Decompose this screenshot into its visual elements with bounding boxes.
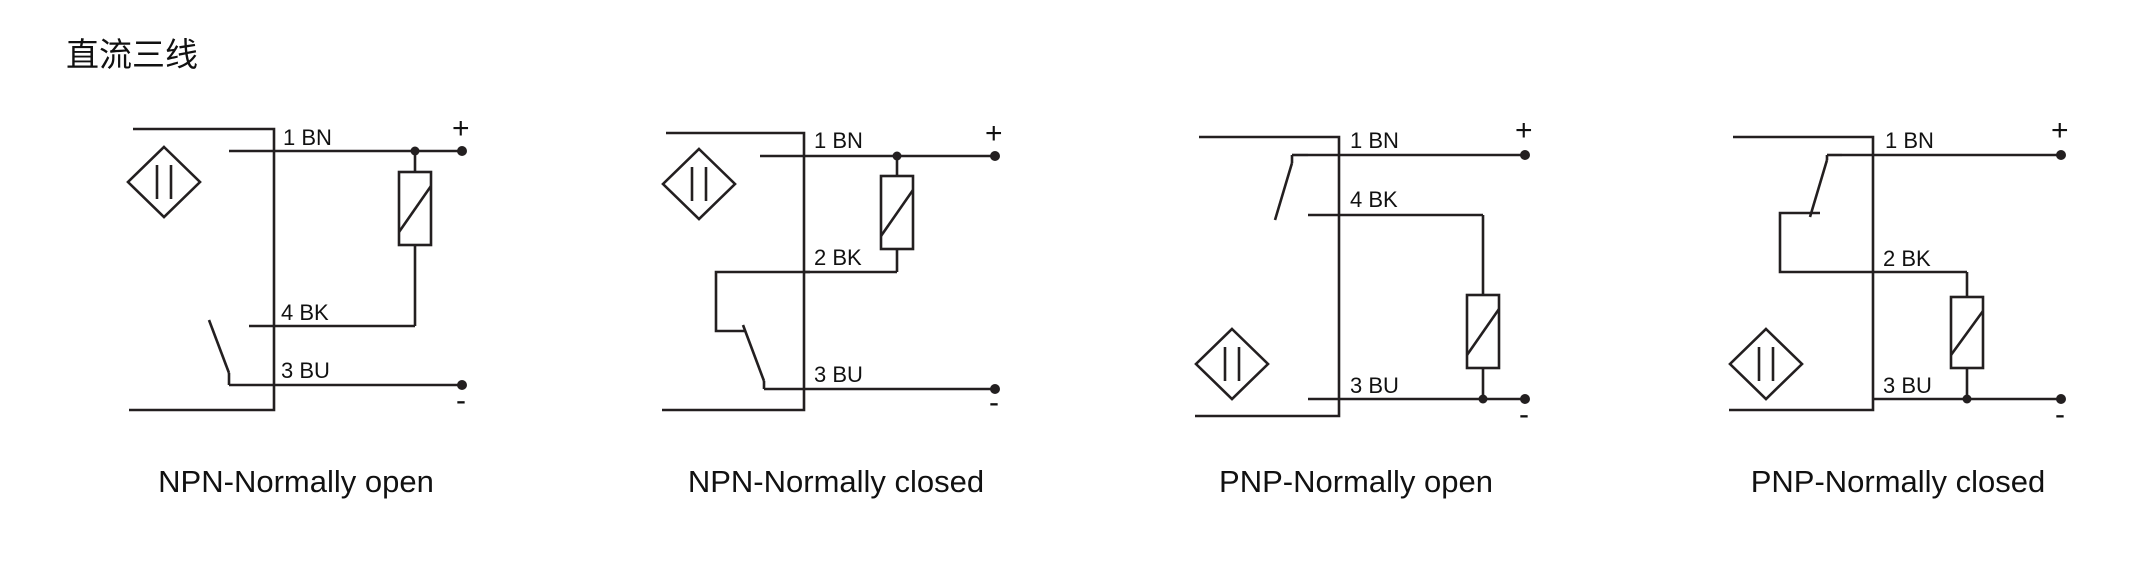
positive-sign: +: [2051, 114, 2069, 147]
output-switch: [207, 319, 231, 385]
positive-terminal: [457, 146, 467, 156]
negative-terminal: [2056, 394, 2066, 404]
wiring: [229, 149, 462, 387]
wire-label-black: 4 BK: [281, 300, 329, 325]
wiring: [714, 154, 995, 391]
sensor-housing: [129, 127, 276, 412]
sensor-symbol-icon: [1728, 327, 1804, 401]
diagram-pnp-normally-closed: 1 BN 2 BK 3 BU + - PNP-Normally closed: [1728, 114, 2069, 499]
positive-terminal: [1520, 150, 1530, 160]
positive-sign: +: [452, 112, 470, 145]
sensor-housing: [1195, 135, 1341, 418]
diagram-npn-normally-open: 1 BN 4 BK 3 BU + - NPN-Normally open: [126, 112, 470, 499]
positive-sign: +: [1515, 114, 1533, 147]
diagram-pnp-normally-open: 1 BN 4 BK 3 BU + - PNP-Normally open: [1194, 114, 1533, 499]
wire-label-black: 4 BK: [1350, 187, 1398, 212]
page-title: 直流三线: [66, 35, 198, 74]
blue-junction-dot: [1478, 394, 1488, 404]
output-switch: [1778, 153, 1873, 274]
positive-terminal: [2056, 150, 2066, 160]
negative-terminal: [1520, 394, 1530, 404]
sensor-symbol-icon: [126, 145, 202, 219]
negative-terminal: [457, 380, 467, 390]
negative-sign: -: [456, 384, 466, 417]
sensor-symbol-icon: [1194, 327, 1270, 401]
negative-sign: -: [2055, 398, 2065, 431]
wire-label-blue: 3 BU: [1350, 373, 1399, 398]
output-switch: [741, 324, 804, 391]
brown-junction-dot: [410, 146, 420, 156]
wiring: [1842, 153, 2061, 401]
negative-terminal: [990, 384, 1000, 394]
wire-label-blue: 3 BU: [281, 358, 330, 383]
diagram-npn-normally-closed: 1 BN 2 BK 3 BU + - NPN-Normally closed: [661, 117, 1003, 499]
negative-sign: -: [989, 386, 999, 419]
output-switch: [1273, 153, 1308, 221]
wire-label-blue: 3 BU: [1883, 373, 1932, 398]
sensor-housing: [1729, 135, 1875, 412]
negative-sign: -: [1519, 398, 1529, 431]
wire-label-brown: 1 BN: [1885, 128, 1934, 153]
wire-label-brown: 1 BN: [1350, 128, 1399, 153]
blue-junction-dot: [1962, 394, 1972, 404]
wire-label-blue: 3 BU: [814, 362, 863, 387]
positive-sign: +: [985, 117, 1003, 150]
brown-junction-dot: [892, 151, 902, 161]
diagram-caption: PNP-Normally open: [1219, 464, 1493, 499]
wire-label-brown: 1 BN: [814, 128, 863, 153]
wiring: [1308, 153, 1525, 401]
wire-label-black: 2 BK: [1883, 246, 1931, 271]
wire-label-black: 2 BK: [814, 245, 862, 270]
diagram-caption: PNP-Normally closed: [1751, 464, 2046, 499]
positive-terminal: [990, 151, 1000, 161]
diagram-caption: NPN-Normally closed: [688, 464, 984, 499]
sensor-symbol-icon: [661, 147, 737, 221]
wire-label-brown: 1 BN: [283, 125, 332, 150]
diagram-caption: NPN-Normally open: [158, 464, 434, 499]
